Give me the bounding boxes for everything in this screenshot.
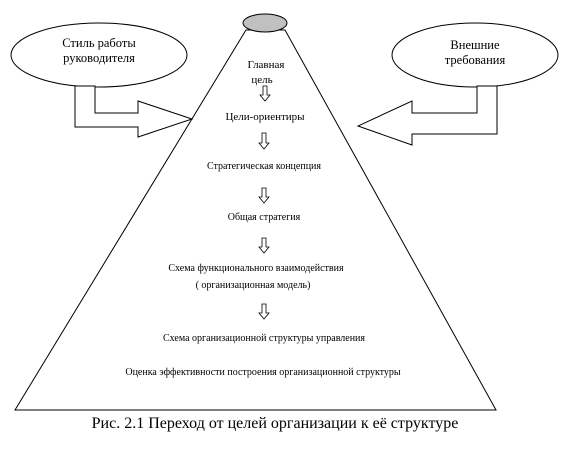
main-goal-label-line2: цель xyxy=(251,74,272,86)
apex-ellipse xyxy=(242,13,288,33)
down-arrow-1 xyxy=(259,85,271,102)
level-functional-interaction-line1: Схема функционального взаимодействия xyxy=(168,263,344,274)
manager-style-label-line2: руководителя xyxy=(63,51,135,65)
level-functional-interaction-line2: ( организационная модель) xyxy=(196,280,311,291)
level-strategic-concept: Стратегическая концепция xyxy=(207,161,321,172)
manager-style-ellipse xyxy=(10,22,188,88)
level-efficiency-evaluation: Оценка эффективности построения организа… xyxy=(125,367,401,378)
external-requirements-arrow xyxy=(356,85,498,146)
level-goal-orientations: Цели-ориентиры xyxy=(225,111,305,123)
external-requirements-node: Внешние требования xyxy=(391,22,559,88)
external-requirements-ellipse xyxy=(391,22,559,88)
manager-style-node: Стиль работы руководителя xyxy=(10,22,188,88)
level-org-structure-scheme: Схема организационной структуры управлен… xyxy=(163,333,365,344)
level-general-strategy: Общая стратегия xyxy=(228,212,301,223)
external-requirements-label-line1: Внешние xyxy=(450,38,500,52)
main-goal-label-line1: Главная xyxy=(248,59,285,71)
down-arrow-5 xyxy=(258,303,270,320)
manager-style-arrow xyxy=(74,85,194,138)
figure-caption: Рис. 2.1 Переход от целей организации к … xyxy=(92,415,459,432)
external-requirements-label-line2: требования xyxy=(445,53,506,67)
down-arrow-3 xyxy=(258,187,270,204)
down-arrow-4 xyxy=(258,237,270,254)
manager-style-label-line1: Стиль работы xyxy=(62,36,136,50)
down-arrow-2 xyxy=(258,132,270,150)
